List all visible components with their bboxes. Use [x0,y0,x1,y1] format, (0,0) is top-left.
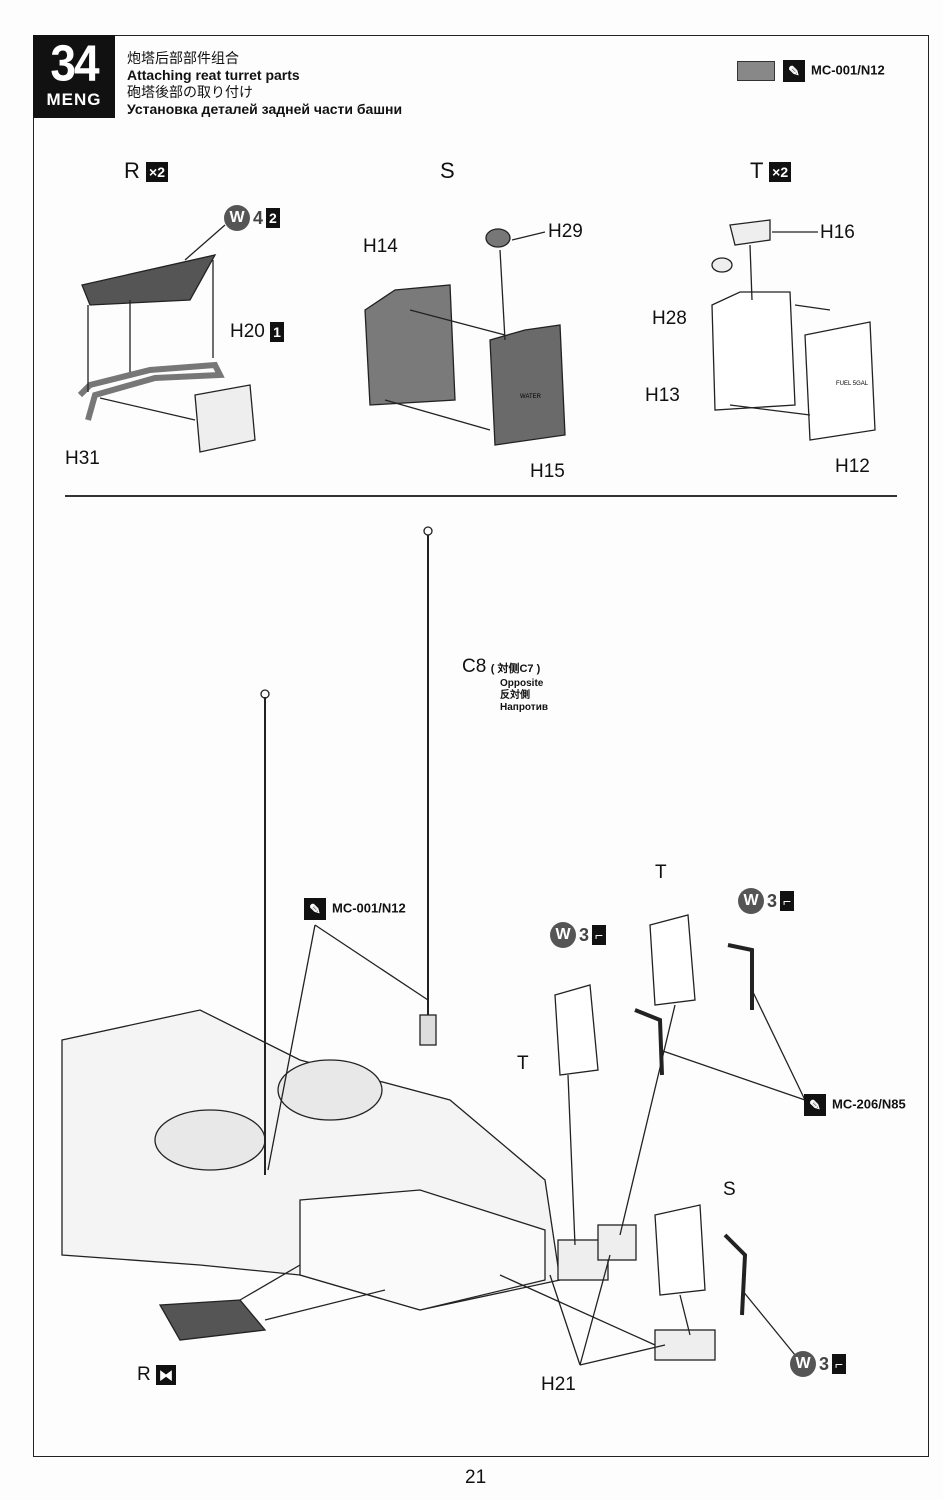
hatch [154,1109,266,1171]
glue-icon: W [224,205,250,231]
paint-code: MC-001/N12 [332,900,406,916]
step-badge: 34 MENG [33,34,115,118]
step-ref-badge: 2 [266,208,280,228]
h14-half-part [364,284,456,406]
glue-icon: W [790,1351,816,1377]
part-label-h13: H13 [645,385,680,406]
jerry-can-t2 [649,914,696,1006]
label-t-lower: T [517,1053,529,1074]
title-en: Attaching reat turret parts [127,67,300,83]
glue-number: 3 [579,924,590,945]
subassembly-letter: R [137,1364,151,1385]
subassembly-t-header: T ×2 [750,158,792,184]
strap-step-icon: ⌐ [780,891,795,911]
quantity-badge: ×2 [146,162,168,183]
quantity-badge: ×2 [769,162,792,183]
rear-bustle-box [299,1189,546,1311]
mirror-icon: ⧓ [156,1364,177,1385]
label-t-upper: T [655,862,667,883]
subassembly-r-header: R ×2 [124,158,168,184]
subassembly-letter: T [750,158,764,183]
jerry-can-s [654,1204,706,1296]
h31-handle-part [77,361,225,421]
r-grille-part [158,1299,267,1341]
label-r: R ⧓ [137,1364,177,1386]
brush-icon: ✎ [304,898,326,920]
opposite-note: ( 対侧C7 ) [490,663,541,675]
section-divider [65,495,897,497]
hatch [277,1059,383,1121]
fuel-marking: FUEL 5GAL [836,381,869,387]
paint-callout-straps: ✎ MC-206/N85 [804,1094,906,1116]
brand-logo: MENG [46,90,102,109]
part-label-h21: H21 [541,1374,576,1395]
jerry-can-t1 [554,984,599,1076]
opposite-ru: Напротив [500,702,548,713]
h12-can-part [804,321,876,441]
part-label-h31: H31 [65,448,100,469]
opposite-en: Opposite [500,678,544,689]
opposite-ja: 反対側 [500,690,530,701]
paint-chip [737,61,775,81]
step-number: 34 [50,34,99,92]
label-s: S [723,1179,736,1200]
subassembly-letter: R [124,158,140,183]
h20-plate-part [194,384,256,453]
part-label-h20: H20 1 [230,321,284,343]
h28-cap-part [711,257,733,273]
h21-bracket [597,1224,637,1261]
part-label-h29: H29 [548,221,583,242]
glue-icon: W [738,888,764,914]
h29-cap-part [485,228,511,248]
title-zh: 炮塔后部部件组合 [127,50,239,66]
part-id: C8 [462,656,487,677]
part-id: H20 [230,321,265,342]
title-ja: 砲塔後部の取り付け [127,84,253,100]
glue-icon: W [550,922,576,948]
step-frame [33,35,929,1457]
step-title: 炮塔后部部件组合 Attaching reat turret parts 砲塔後… [127,50,402,118]
h16-part [729,219,771,246]
page-number: 21 [465,1467,487,1488]
h15-half-part [489,324,566,446]
h13-part [711,291,796,411]
brush-icon: ✎ [804,1094,826,1116]
part-label-h28: H28 [652,308,687,329]
paint-code: MC-206/N85 [832,1096,906,1112]
strap-step-icon: ⌐ [592,925,607,945]
glue-number: 3 [767,890,778,911]
brush-icon: ✎ [783,60,805,82]
paint-callout-top: ✎ MC-001/N12 [737,60,885,82]
strap-step-icon: ⌐ [832,1354,847,1374]
water-marking: WATER [520,394,542,400]
subassembly-s-header: S [440,158,455,183]
glue-number: 4 [253,207,264,228]
title-ru: Установка деталей задней части башни [127,101,403,117]
mesh-grille-part [81,254,217,306]
step-ref-badge: 1 [270,321,284,342]
part-label-c8: C8 ( 対侧C7 ) Opposite 反対側 Напротив [462,656,548,714]
glue-number: 3 [819,1353,830,1374]
part-label-h16: H16 [820,222,855,243]
part-label-h14: H14 [363,236,398,257]
part-label-h15: H15 [530,461,565,482]
paint-callout-antenna: ✎ MC-001/N12 [304,898,406,920]
paint-code: MC-001/N12 [811,62,885,78]
part-label-h12: H12 [835,456,870,477]
